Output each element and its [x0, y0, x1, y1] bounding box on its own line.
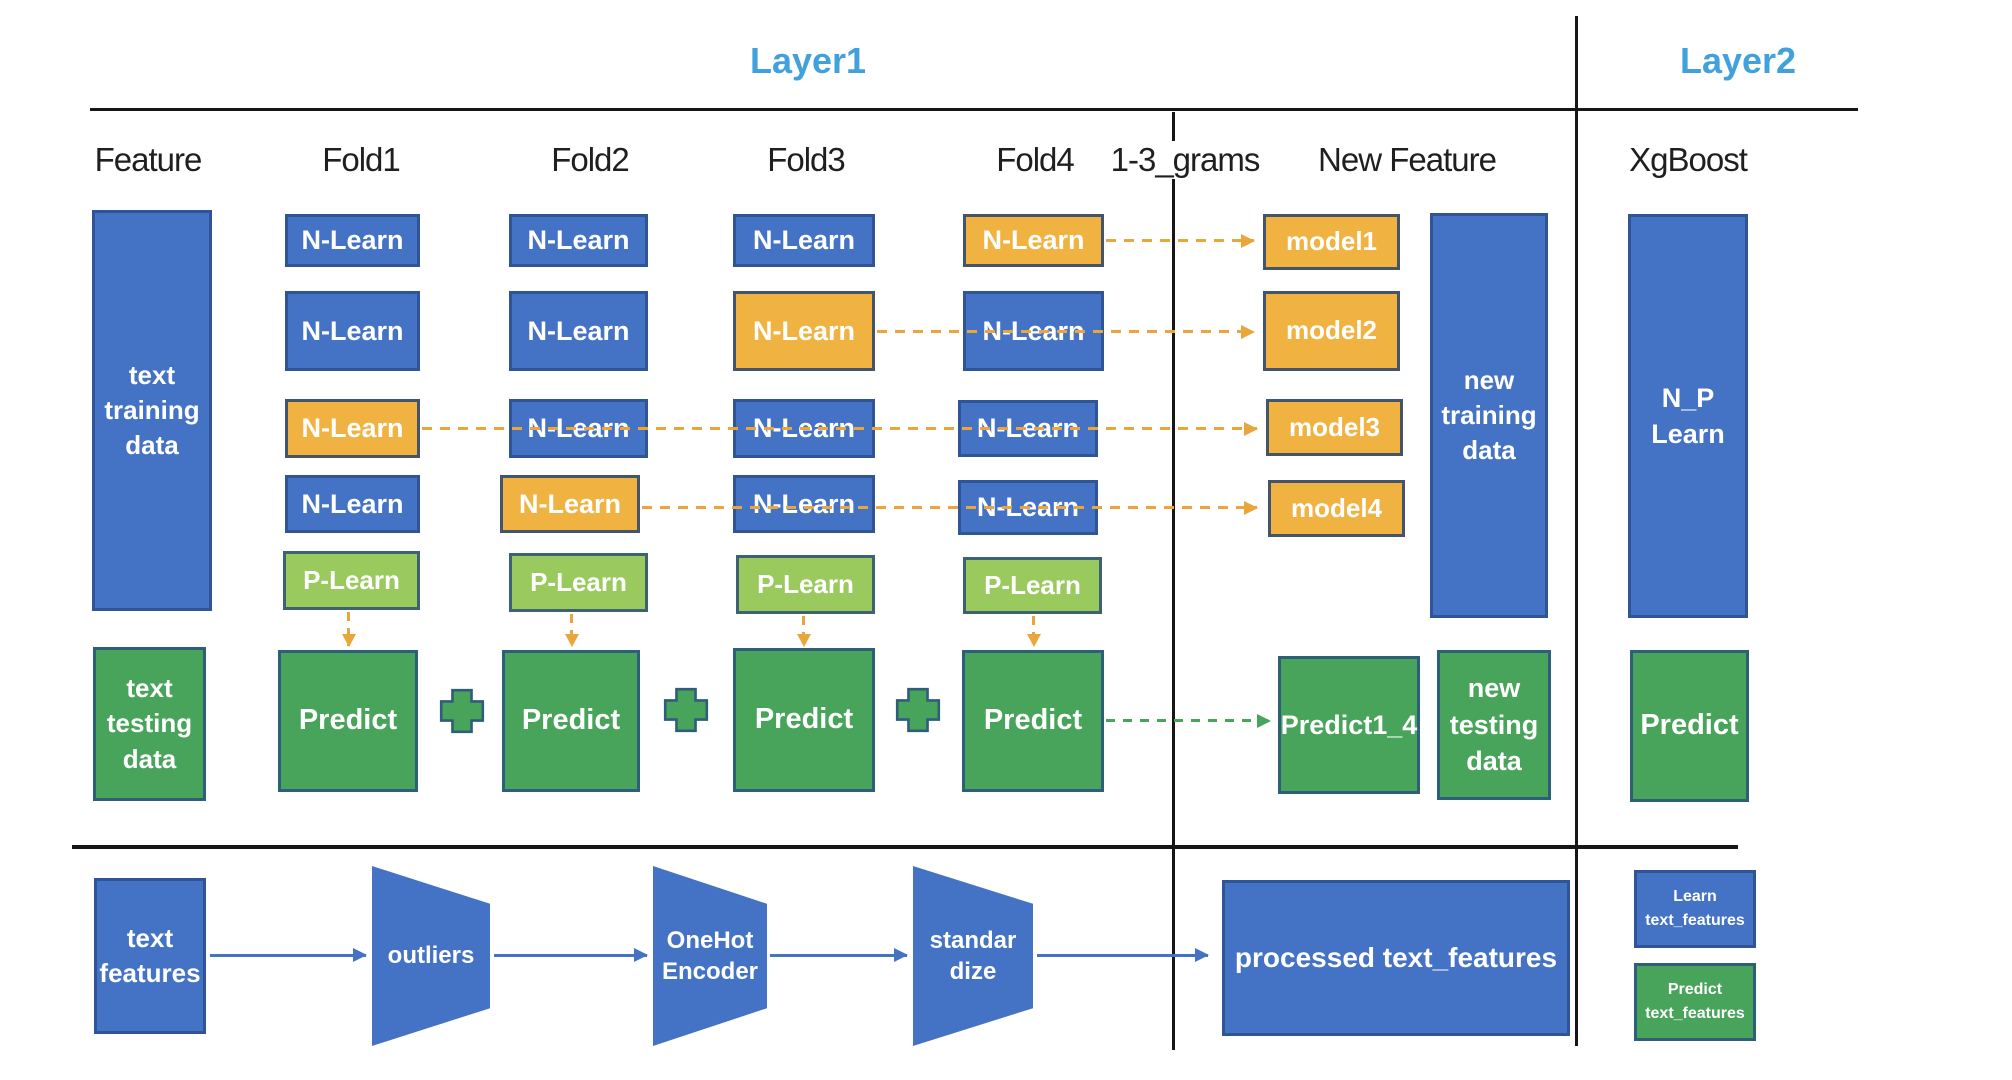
plearn-fold3: P-Learn [736, 555, 875, 614]
model1-box: model1 [1263, 214, 1400, 270]
arrow-predict-to-predict1-4 [1106, 719, 1270, 722]
header-feature: Feature [94, 141, 203, 178]
nlearn-fold2-row1: N-Learn [509, 214, 648, 267]
header-xgboost: XgBoost [1629, 141, 1748, 178]
predict-fold1: Predict [278, 650, 418, 792]
model3-box: model3 [1266, 399, 1403, 456]
nlearn-fold2-row4: N-Learn [500, 475, 640, 533]
new-training-data-box: new training data [1430, 213, 1548, 618]
np-learn-box: N_P Learn [1628, 214, 1748, 618]
text-training-data-box: text training data [92, 210, 212, 611]
nlearn-fold1-row3: N-Learn [285, 399, 420, 458]
plus-icon [892, 684, 944, 736]
plearn-fold1: P-Learn [283, 551, 420, 610]
arrow-plearn1-to-predict1 [347, 612, 350, 646]
legend-learn-text-features: Learn text_features [1634, 870, 1756, 948]
top-divider-line [90, 108, 1858, 111]
outliers-step: outliers [372, 866, 490, 1046]
text-features-box: text features [94, 878, 206, 1034]
plearn-fold4: P-Learn [963, 557, 1102, 614]
nlearn-fold3-row1: N-Learn [733, 214, 875, 267]
bottom-divider-line [72, 845, 1738, 849]
legend-predict-text-features: Predict text_features [1634, 963, 1756, 1041]
header-fold3: Fold3 [767, 141, 846, 178]
grams-divider-line [1172, 112, 1175, 1050]
layer2-divider-line [1575, 16, 1578, 1046]
layer1-title: Layer1 [749, 40, 867, 81]
arrow-features-to-outliers [210, 954, 366, 957]
arrow-fold2row4-to-model4 [642, 506, 1257, 509]
nlearn-fold1-row2: N-Learn [285, 291, 420, 371]
plus-icon [436, 685, 488, 737]
arrow-standardize-to-processed [1037, 954, 1208, 957]
header-fold2: Fold2 [551, 141, 630, 178]
onehot-encoder-step: OneHot Encoder [653, 866, 767, 1046]
arrow-fold1row3-to-model3 [422, 427, 1257, 430]
layer2-predict-box: Predict [1630, 650, 1749, 802]
model2-box: model2 [1263, 291, 1400, 371]
predict1-4-box: Predict1_4 [1278, 656, 1420, 794]
nlearn-fold2-row2: N-Learn [509, 291, 648, 371]
model4-box: model4 [1268, 480, 1405, 537]
nlearn-fold3-row2: N-Learn [733, 291, 875, 371]
arrow-plearn2-to-predict2 [570, 614, 573, 646]
arrow-fold4row1-to-model1 [1106, 239, 1254, 242]
plearn-fold2: P-Learn [509, 553, 648, 612]
header-new-feature: New Feature [1318, 141, 1497, 178]
nlearn-fold1-row1: N-Learn [285, 214, 420, 267]
arrow-plearn3-to-predict3 [802, 616, 805, 646]
header-fold4: Fold4 [996, 141, 1075, 178]
arrow-fold3row2-to-model2 [877, 330, 1254, 333]
new-testing-data-box: new testing data [1437, 650, 1551, 800]
arrow-onehot-to-standardize [770, 954, 907, 957]
nlearn-fold1-row4: N-Learn [285, 475, 420, 533]
nlearn-fold4-row1: N-Learn [963, 214, 1104, 267]
arrow-plearn4-to-predict4 [1032, 616, 1035, 646]
header-fold1: Fold1 [322, 141, 401, 178]
processed-text-features-box: processed text_features [1222, 880, 1570, 1036]
header-1-3-grams: 1-3_grams [1075, 141, 1295, 179]
text-testing-data-box: text testing data [93, 647, 206, 801]
standardize-step: standar dize [913, 866, 1033, 1046]
arrow-outliers-to-onehot [494, 954, 647, 957]
predict-fold2: Predict [502, 650, 640, 792]
predict-fold4: Predict [962, 650, 1104, 792]
nlearn-fold3-row4: N-Learn [733, 475, 875, 533]
plus-icon [660, 684, 712, 736]
predict-fold3: Predict [733, 648, 875, 792]
layer2-title: Layer2 [1679, 40, 1797, 81]
